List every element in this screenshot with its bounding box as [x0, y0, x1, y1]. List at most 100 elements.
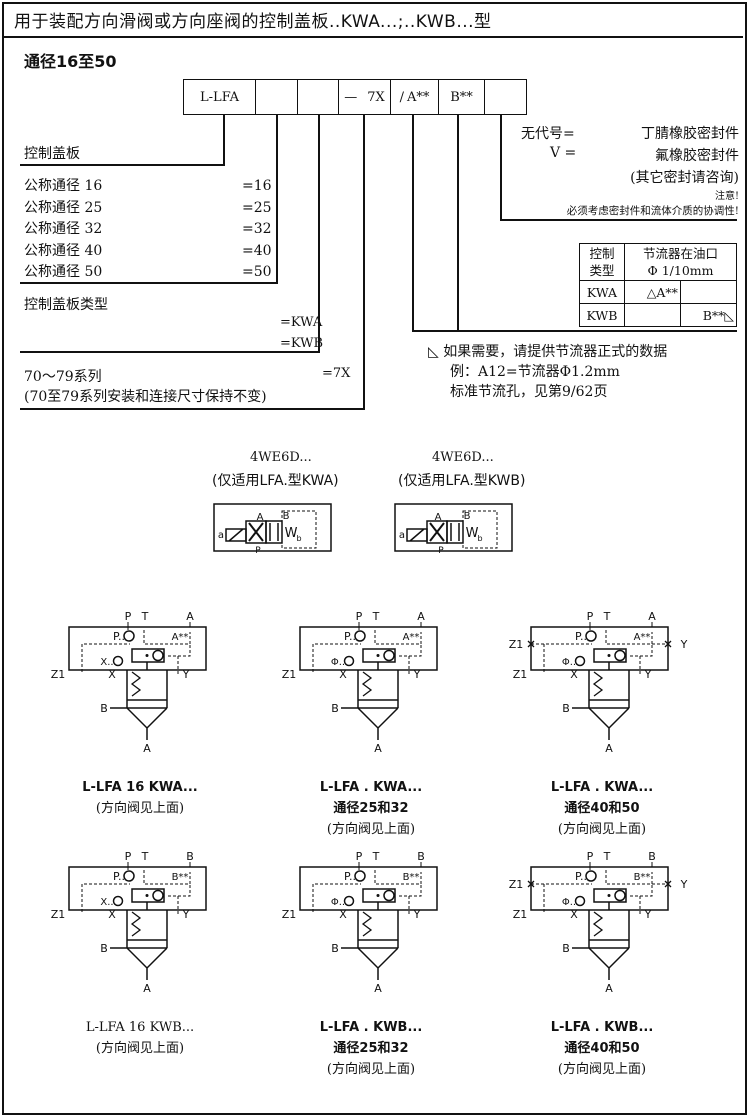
- cross-icon: [429, 522, 445, 542]
- code-separator-dash: —: [344, 89, 358, 105]
- port-A-label: A: [435, 512, 442, 523]
- port-A-label: A: [374, 742, 382, 755]
- solenoid-icon: [225, 528, 247, 542]
- port-Z1-label: Z1: [513, 908, 528, 921]
- port-T-label: T: [141, 610, 149, 623]
- caption-model: L-LFA . KWA...: [550, 780, 654, 795]
- caption-note: (方向阀见上面): [95, 1041, 185, 1056]
- code-box-a: /A**: [390, 79, 439, 115]
- caption-model: L-LFA 16 KWA...: [82, 780, 198, 795]
- pressure-port-label: P..: [113, 630, 125, 643]
- header-bar: 用于装配方向滑阀或方向座阀的控制盖板..KWA...;..KWB...型: [2, 2, 743, 38]
- port-X-label: X: [570, 668, 578, 681]
- size-row: 公称通径 32: [24, 221, 103, 237]
- side-Y-label: Y: [680, 878, 688, 891]
- port-X-label: X: [108, 908, 116, 921]
- pressure-port-label: P..: [575, 630, 587, 643]
- caption-model: L-LFA . KWB...: [319, 1020, 423, 1035]
- port-Y-label: Y: [182, 668, 190, 681]
- port-B-label: B: [100, 702, 108, 715]
- series-code: =7X: [322, 366, 351, 381]
- ball-icon: [614, 889, 626, 902]
- table-row: KWA△A**: [579, 280, 738, 304]
- cover-body: [299, 626, 438, 671]
- shuttle-box: [593, 888, 627, 903]
- port-lines: [358, 622, 422, 630]
- throttle-label: B**: [634, 872, 651, 883]
- flow-lines: [450, 523, 460, 541]
- port-P-label: P: [356, 610, 363, 623]
- pilot-frame: [394, 503, 513, 552]
- port-Z1-label: Z1: [51, 668, 66, 681]
- shuttle-box: [593, 648, 627, 663]
- caption-model: L-LFA 16 KWB...: [85, 1020, 195, 1035]
- pilot-lines: [81, 870, 191, 914]
- junction-dot: [145, 894, 149, 897]
- throttle-label: A**: [634, 632, 651, 643]
- port-T-label: T: [603, 850, 611, 863]
- spring-W-label: W: [285, 526, 298, 541]
- port-A-label: A: [257, 512, 264, 523]
- cover-body: [68, 626, 207, 671]
- port-lines: [358, 862, 422, 870]
- poppet-body: [126, 662, 168, 709]
- caption-note: (方向阀见上面): [326, 1062, 416, 1077]
- ball-icon: [383, 649, 395, 662]
- throttle-note: ◺ 如果需要，请提供节流器正式的数据 例：A12=节流器Φ1.2mm 标准节流孔…: [428, 344, 668, 400]
- cover-body: [530, 866, 669, 911]
- orifice-x-icon: [343, 655, 355, 667]
- diagram-caption: L-LFA . KWB...通径40和50(方向阀见上面): [502, 1017, 702, 1080]
- spring-icon: [130, 671, 142, 697]
- spring-dashed-box: [462, 510, 498, 549]
- shuttle-box: [131, 888, 165, 903]
- seal-v-value: 氟橡胶密封件: [655, 148, 739, 164]
- caption-note: (方向阀见上面): [557, 822, 647, 837]
- port-X-label: X: [108, 668, 116, 681]
- orifice-p-icon: [585, 630, 597, 642]
- port-Z1-label: Z1: [513, 668, 528, 681]
- plug-cross-icon: [527, 880, 672, 888]
- table-header-type: 控制 类型: [579, 243, 625, 281]
- throttle-label: A**: [403, 632, 420, 643]
- poppet-seat: [110, 707, 168, 740]
- type-kwb: =KWB: [280, 336, 324, 351]
- orifice-p-icon: [123, 630, 135, 642]
- port-Z1-label: Z1: [51, 908, 66, 921]
- shuttle-box: [362, 888, 396, 903]
- port-lines: [127, 622, 191, 630]
- shuttle-box: [362, 648, 396, 663]
- seal-other: (其它密封请咨询): [630, 170, 739, 186]
- orifice-x-icon: [574, 655, 586, 667]
- port-A-label: A: [374, 982, 382, 995]
- port-lines: [589, 622, 653, 630]
- port-Z1-label: Z1: [282, 908, 297, 921]
- code-a: A**: [407, 89, 430, 105]
- port-P-label: P: [356, 850, 363, 863]
- side-Z1-label: Z1: [509, 638, 524, 651]
- pilot-frame: [213, 503, 332, 552]
- attention-note: 注意!: [714, 191, 739, 202]
- caption-note: (方向阀见上面): [557, 1062, 647, 1077]
- spring-icon: [130, 911, 142, 937]
- spring-icon: [361, 911, 373, 937]
- table-header-diameter: Φ 1/10mm: [647, 263, 714, 278]
- caption-model: L-LFA . KWB...: [550, 1020, 654, 1035]
- pilot-model-kwb: 4WE6D...: [432, 450, 494, 465]
- subtitle: 通径16至50: [24, 52, 117, 71]
- seal-v-key: V =: [550, 145, 577, 161]
- orifice-p-icon: [354, 870, 366, 882]
- size-code: =50: [242, 264, 272, 280]
- port-X-label: X: [339, 908, 347, 921]
- orifice-x-icon: [112, 895, 124, 907]
- poppet-seat: [572, 707, 630, 740]
- port-T-label: T: [141, 850, 149, 863]
- spring-b-label: b: [477, 534, 482, 543]
- orifice-x-icon: [343, 895, 355, 907]
- port-B-label: B: [464, 511, 471, 522]
- junction-dot: [376, 894, 380, 897]
